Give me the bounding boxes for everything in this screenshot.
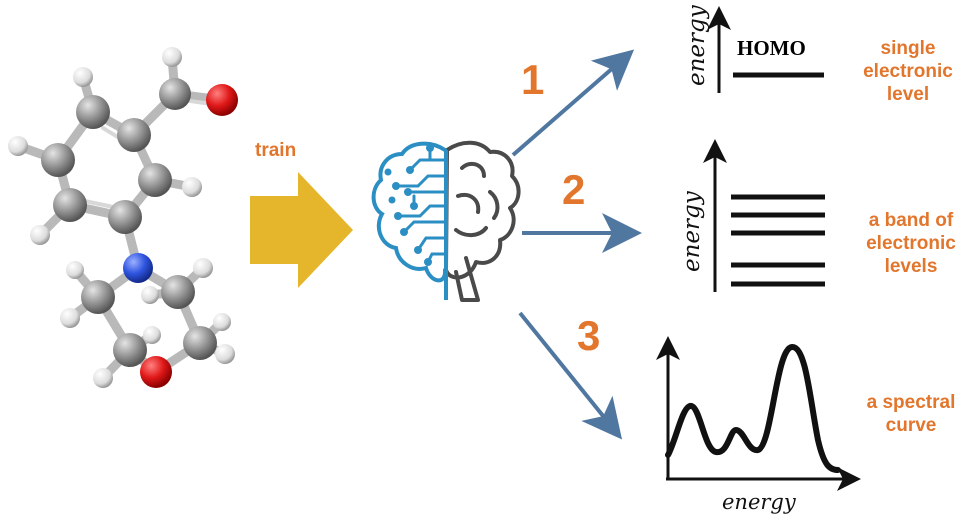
homo-label: HOMO xyxy=(737,36,806,60)
brain-icon xyxy=(371,140,521,302)
step-number-2: 2 xyxy=(562,166,586,213)
train-label: train xyxy=(255,140,297,161)
arrow-to-spectrum xyxy=(518,311,623,440)
caption-line: a band of xyxy=(868,210,954,231)
output-arrows xyxy=(511,49,642,440)
train-arrow xyxy=(250,172,353,288)
band-level-lines xyxy=(731,194,825,287)
caption-band: a band of electronic levels xyxy=(850,210,972,278)
caption-single-level: single electronic level xyxy=(848,38,968,106)
caption-line: a spectral xyxy=(866,392,956,413)
caption-line: level xyxy=(886,83,930,105)
step-number-3: 3 xyxy=(577,312,601,359)
caption-line: single xyxy=(880,38,936,59)
energy-axis-label-2: energy xyxy=(679,191,705,272)
caption-line: curve xyxy=(885,414,937,436)
spectral-curve xyxy=(665,344,841,473)
energy-axis-label-1: energy xyxy=(684,5,710,86)
energy-diagram-band xyxy=(703,139,825,292)
step-number-1: 1 xyxy=(521,56,545,103)
oxygen-atom-carbonyl xyxy=(206,84,238,116)
energy-diagram-single xyxy=(707,6,824,93)
caption-line: levels xyxy=(884,255,938,277)
hydrogen-atoms xyxy=(8,47,235,388)
brain-organic-half xyxy=(444,140,521,302)
oxygen-atom-ring xyxy=(140,356,172,388)
spectral-plot xyxy=(656,336,861,491)
caption-line: electronic xyxy=(866,232,956,254)
caption-line: electronic xyxy=(863,60,953,82)
nitrogen-atom xyxy=(123,253,153,283)
molecule-model xyxy=(8,47,238,388)
carbon-atoms xyxy=(41,78,217,367)
brain-circuit-half xyxy=(371,141,448,300)
caption-spectrum: a spectral curve xyxy=(850,392,972,438)
arrow-to-single-level xyxy=(511,49,635,157)
energy-axis-label-3: energy xyxy=(722,490,796,514)
